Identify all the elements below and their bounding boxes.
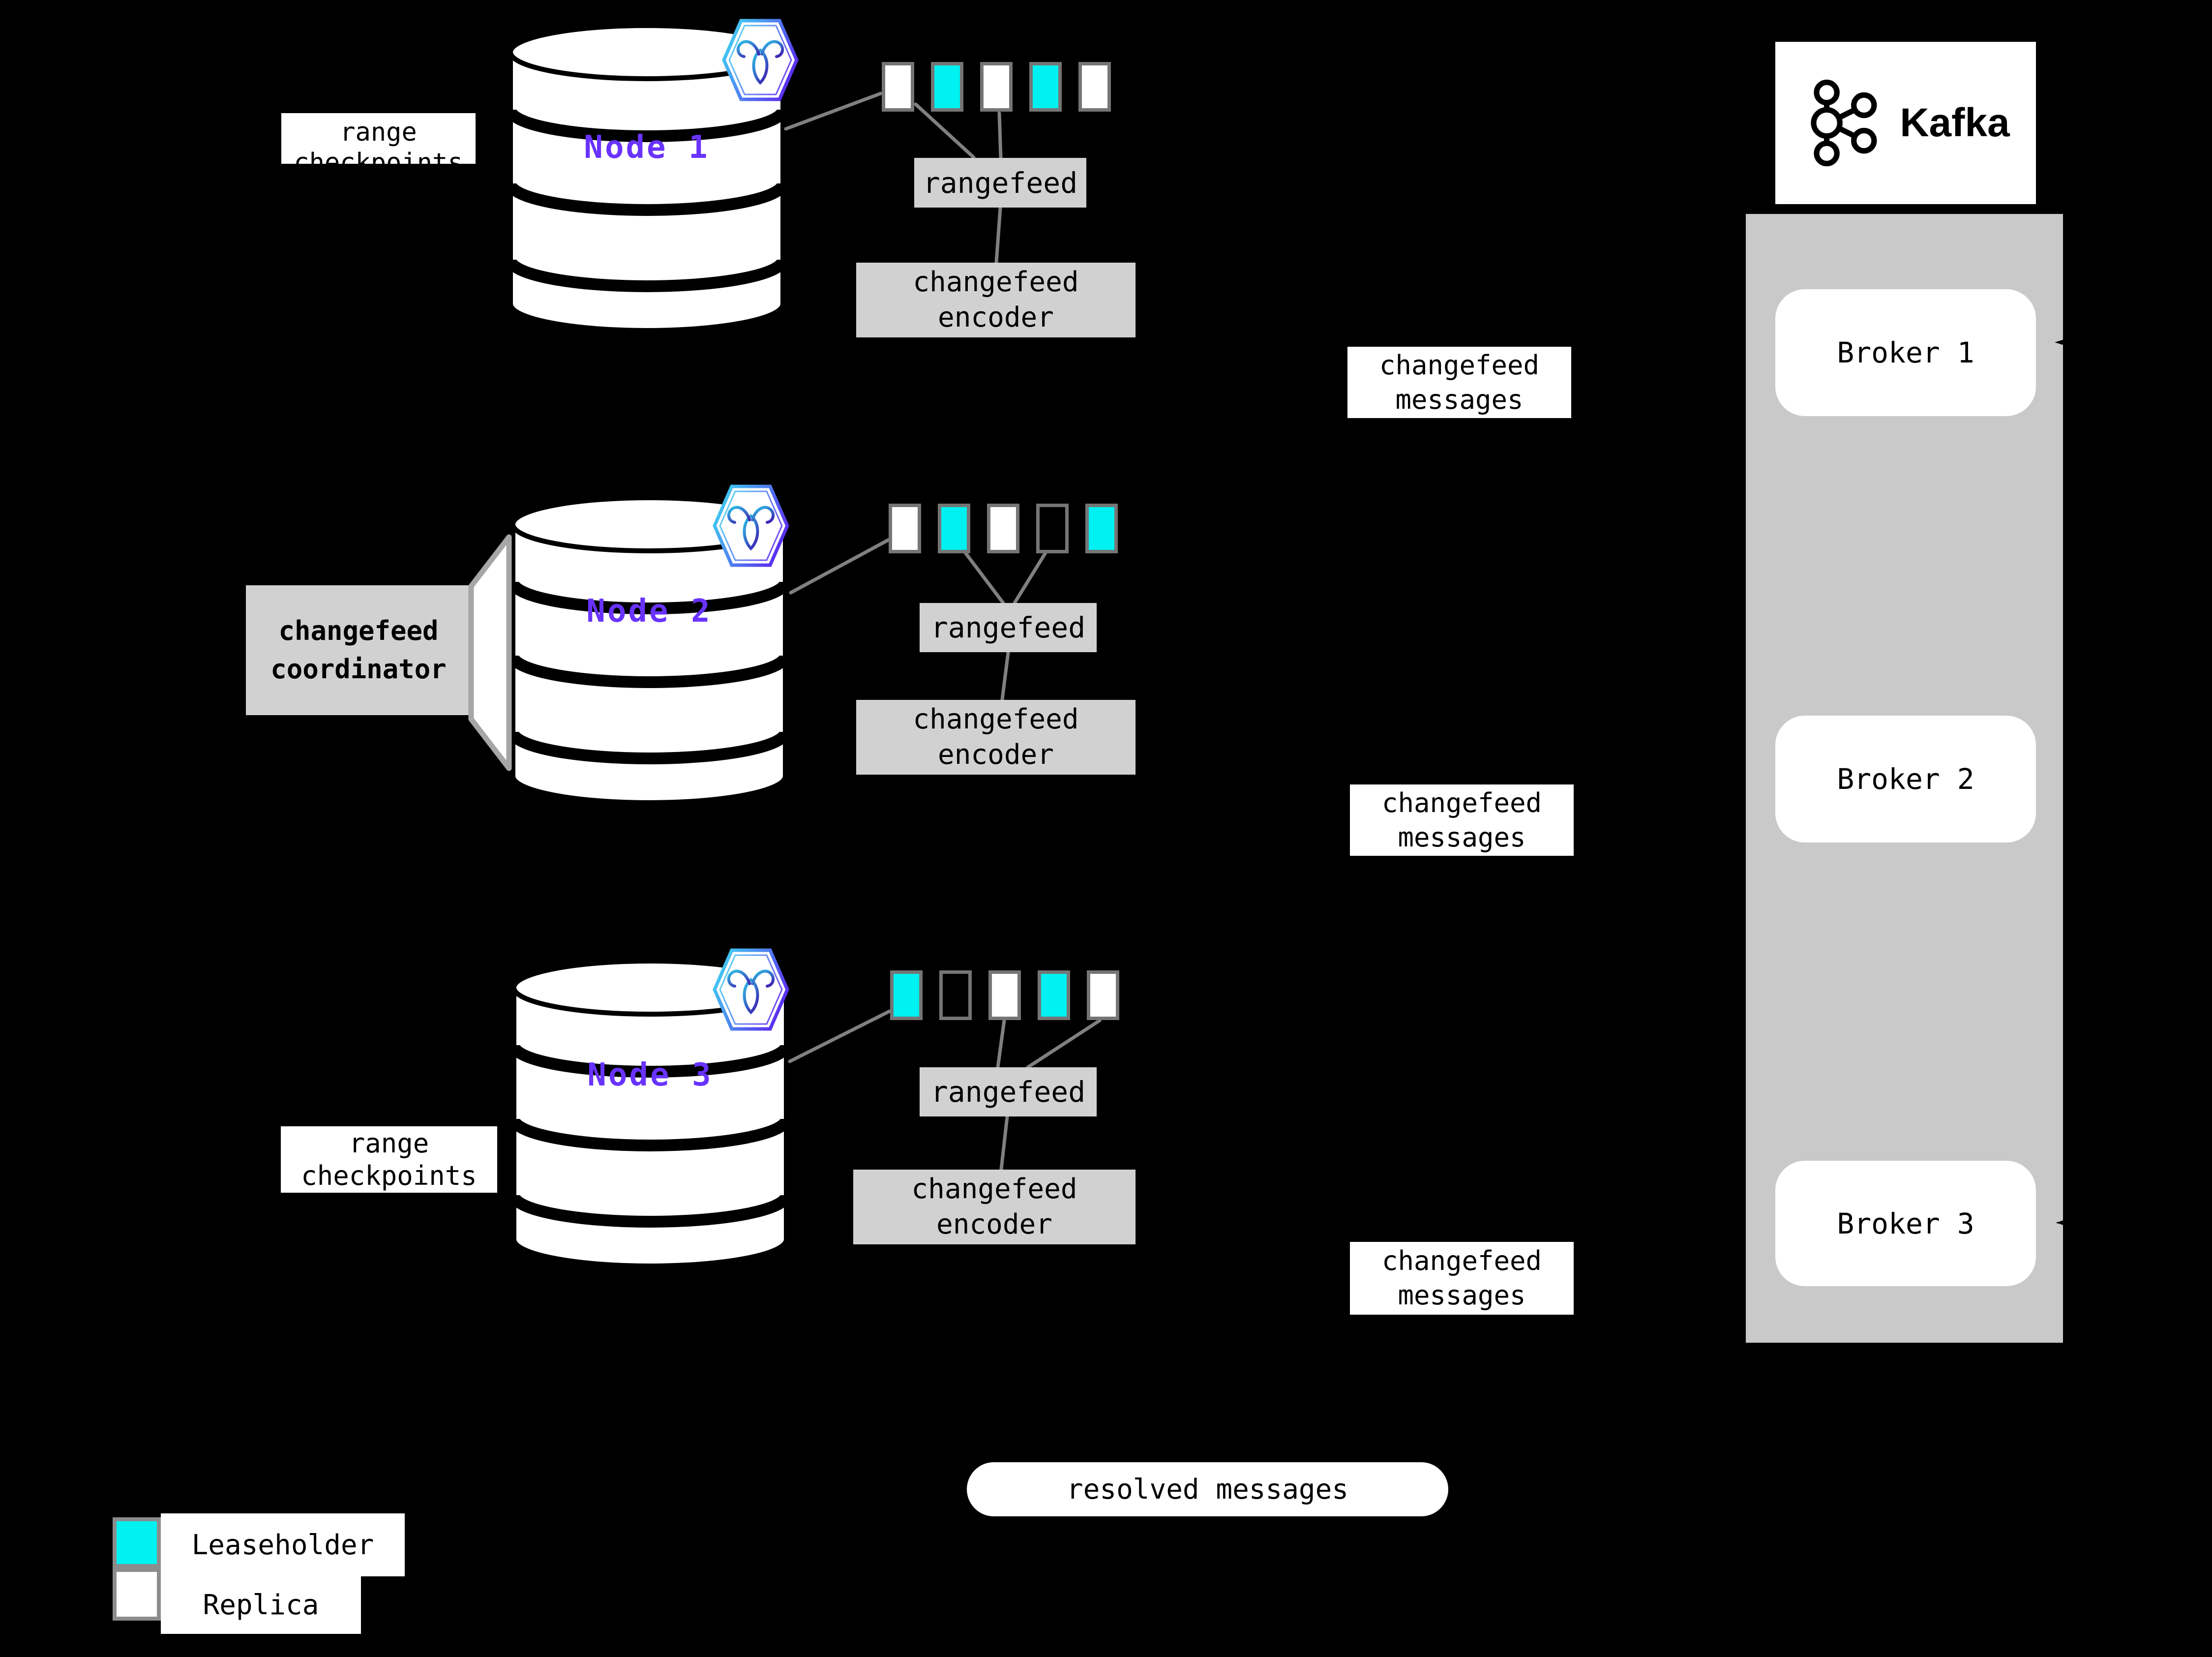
node1-cockroachdb-hexagon-icon	[724, 21, 797, 99]
kafka-logo-icon	[1811, 79, 1877, 167]
node3-rangefeed-box: rangefeed	[920, 1067, 1097, 1116]
range-rect-leaseholder	[1038, 970, 1070, 1020]
node1-range-checkpoints-label: range checkpoints	[281, 113, 476, 164]
node1-database-cylinder	[510, 26, 783, 331]
broker-2-box: Broker 2	[1775, 716, 2036, 843]
range-rect-replica	[1078, 62, 1111, 112]
range-rect-replica	[889, 504, 921, 553]
broker-1-box: Broker 1	[1775, 289, 2036, 416]
range-rect-empty	[939, 970, 972, 1020]
range-rect-leaseholder	[890, 970, 923, 1020]
broker-3-box: Broker 3	[1775, 1161, 2036, 1286]
range-rect-leaseholder	[1029, 62, 1062, 112]
node3-title: Node 3	[587, 1057, 713, 1093]
node2-changefeed-encoder-box: changefeed encoder	[856, 700, 1136, 775]
legend-leaseholder-swatch	[113, 1517, 161, 1568]
node3-changefeed-encoder-box: changefeed encoder	[853, 1170, 1136, 1244]
range-rect-replica	[1087, 970, 1119, 1020]
range-rect-leaseholder	[1085, 504, 1118, 553]
kafka-logo-box: Kafka	[1775, 42, 2036, 204]
node2-database-cylinder	[513, 498, 785, 803]
changefeed-coordinator-label: changefeed coordinator	[246, 585, 471, 715]
node1-rangefeed-box: rangefeed	[914, 158, 1086, 208]
resolved-messages-label: resolved messages	[967, 1462, 1448, 1516]
node3-range-row	[890, 970, 1119, 1020]
node3-changefeed-messages-label: changefeed messages	[1350, 1242, 1574, 1315]
range-rect-replica	[988, 970, 1021, 1020]
node2-range-row	[889, 504, 1118, 553]
node2-title: Node 2	[586, 593, 712, 630]
range-rect-replica	[987, 504, 1019, 553]
node2-rangefeed-box: rangefeed	[920, 603, 1097, 652]
node2-changefeed-messages-label: changefeed messages	[1350, 784, 1574, 856]
legend-leaseholder-label: Leaseholder	[161, 1513, 405, 1576]
kafka-logo-text: Kafka	[1900, 100, 2010, 145]
node1-changefeed-messages-label: changefeed messages	[1347, 347, 1571, 418]
legend-replica-label: Replica	[161, 1576, 361, 1634]
node1-changefeed-encoder-box: changefeed encoder	[856, 263, 1136, 337]
node1-range-row	[882, 62, 1111, 112]
node2-cockroachdb-hexagon-icon	[715, 486, 787, 565]
range-rect-replica	[882, 62, 914, 112]
node3-database-cylinder	[514, 961, 786, 1266]
range-rect-leaseholder	[931, 62, 963, 112]
coordinator-callout-flag	[468, 534, 512, 771]
range-rect-replica	[980, 62, 1013, 112]
range-rect-empty	[1036, 504, 1069, 553]
range-rect-leaseholder	[938, 504, 970, 553]
node3-cockroachdb-hexagon-icon	[715, 950, 787, 1029]
node1-title: Node 1	[584, 129, 710, 166]
node3-range-checkpoints-label: range checkpoints	[281, 1126, 497, 1193]
legend-replica-swatch	[113, 1568, 161, 1621]
